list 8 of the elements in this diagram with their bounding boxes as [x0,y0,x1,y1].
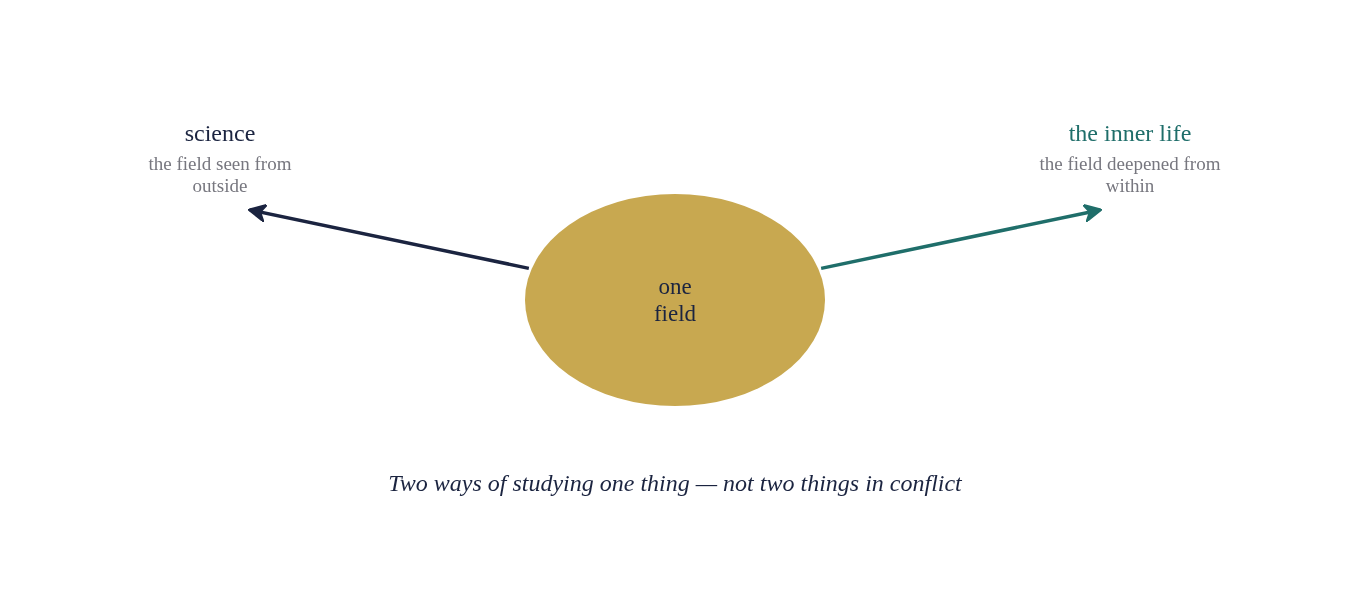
heading: science [184,120,256,147]
node-label: one field [652,273,698,327]
heading: the inner life [1068,120,1192,147]
arrow [247,203,530,271]
arrow [820,203,1103,271]
description: the field deepened from within [1038,153,1222,197]
description: the field seen from outside [147,153,293,197]
caption: Two ways of studying one thing — not two things in conflict [388,470,962,496]
